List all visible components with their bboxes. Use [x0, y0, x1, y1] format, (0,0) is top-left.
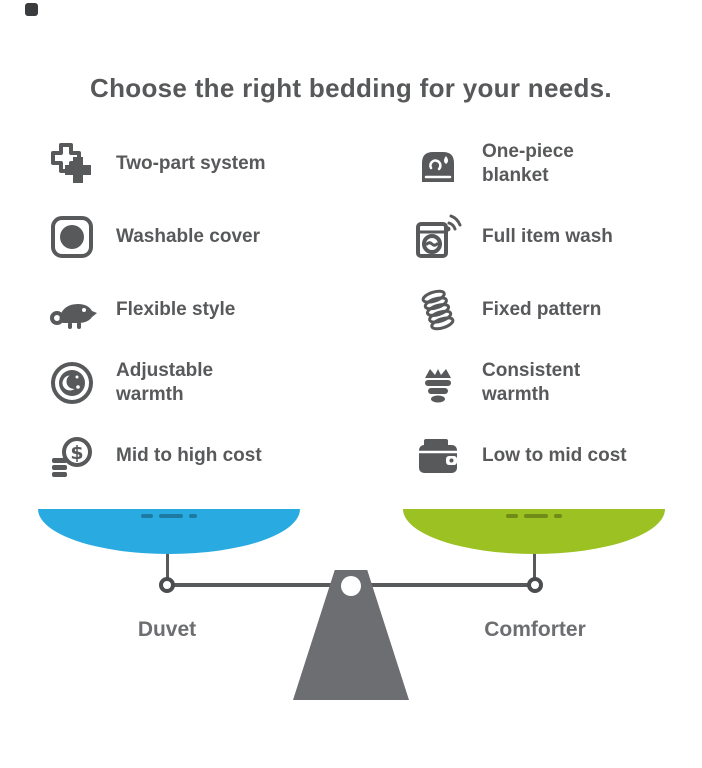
comforter-feature-column: One-piece blanket Full item wash — [412, 138, 682, 482]
washer-signal-icon — [412, 211, 464, 263]
pan-stitch-marks — [403, 514, 665, 518]
chameleon-icon — [46, 284, 98, 336]
feature-row: Flexible style — [46, 284, 356, 336]
feature-label: Full item wash — [482, 226, 613, 248]
right-pivot-ring — [527, 577, 543, 593]
feature-label: One-piece blanket — [482, 141, 574, 186]
feature-label: Washable cover — [116, 226, 260, 248]
washable-cover-icon — [46, 211, 98, 263]
coins-dollar-icon: $ — [46, 430, 98, 482]
adjustable-warmth-icon — [46, 357, 98, 409]
coil-pattern-icon — [412, 284, 464, 336]
feature-label: Mid to high cost — [116, 445, 262, 467]
duvet-label: Duvet — [137, 618, 197, 641]
blanket-icon — [412, 138, 464, 190]
feature-row: Two-part system — [46, 138, 356, 190]
feature-label: Flexible style — [116, 299, 236, 321]
left-pivot-ring — [159, 577, 175, 593]
svg-text:$: $ — [70, 442, 83, 464]
crown-warmth-icon — [412, 357, 464, 409]
page-title: Choose the right bedding for your needs. — [90, 73, 612, 104]
duvet-feature-column: Two-part system Washable cover — [46, 138, 356, 482]
pan-stitch-marks — [38, 514, 300, 518]
feature-row: Adjustable warmth — [46, 357, 356, 409]
feature-row: Fixed pattern — [412, 284, 682, 336]
feature-label: Consistent warmth — [482, 360, 581, 405]
feature-row: Consistent warmth — [412, 357, 682, 409]
feature-row: One-piece blanket — [412, 138, 682, 190]
feature-row: Full item wash — [412, 211, 682, 263]
corner-mark — [25, 3, 38, 16]
duvet-pan — [38, 509, 300, 554]
comforter-label: Comforter — [484, 618, 586, 641]
feature-row: Low to mid cost — [412, 430, 682, 482]
two-part-system-icon — [46, 138, 98, 190]
feature-label: Two-part system — [116, 153, 266, 175]
feature-row: Washable cover — [46, 211, 356, 263]
feature-label: Low to mid cost — [482, 445, 627, 467]
feature-label: Fixed pattern — [482, 299, 602, 321]
right-pan-string — [533, 548, 536, 585]
comforter-pan — [403, 509, 665, 554]
feature-label: Adjustable warmth — [116, 360, 214, 405]
fulcrum-hole — [341, 576, 361, 596]
feature-row: $ Mid to high cost — [46, 430, 356, 482]
wallet-icon — [412, 430, 464, 482]
left-pan-string — [166, 548, 169, 585]
